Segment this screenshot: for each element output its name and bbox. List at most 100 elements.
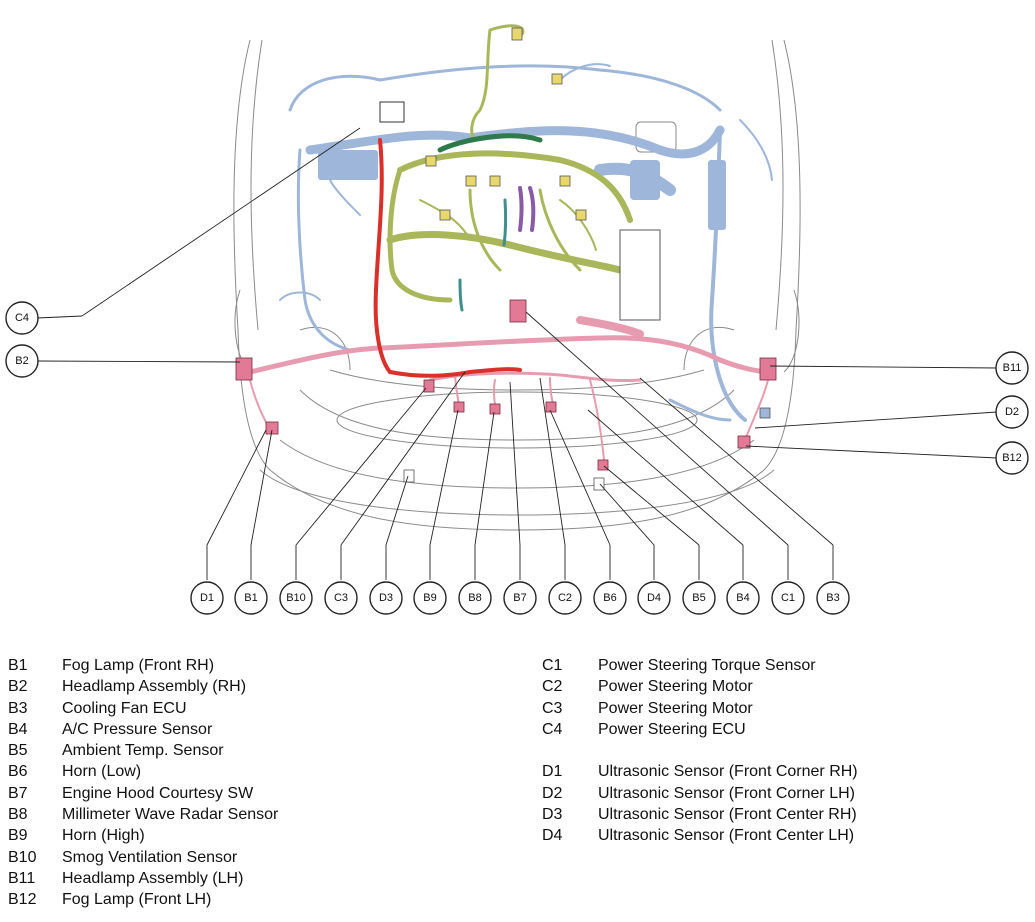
legend-description: Cooling Fan ECU — [62, 699, 187, 717]
tag-circle — [458, 581, 492, 615]
tag-d2: D2 — [995, 395, 1029, 429]
legend-description: Horn (High) — [62, 827, 145, 845]
tag-circle — [190, 581, 224, 615]
legend-row: B9 Horn (High) — [0, 825, 278, 846]
tag-circle — [995, 351, 1029, 385]
tag-d1: D1 — [190, 581, 224, 615]
tag-label: B2 — [15, 355, 28, 367]
tag-circle — [324, 581, 358, 615]
legend-code: B2 — [8, 678, 28, 696]
legend-description: Ultrasonic Sensor (Front Center LH) — [598, 827, 855, 845]
legend-description: Ultrasonic Sensor (Front Center RH) — [598, 806, 857, 824]
tag-circle — [682, 581, 716, 615]
legend-row: D4 Ultrasonic Sensor (Front Center LH) — [542, 825, 858, 846]
tag-circle — [995, 441, 1029, 475]
legend-code: B3 — [8, 699, 28, 717]
tag-b12: B12 — [995, 441, 1029, 475]
legend-code: B6 — [8, 763, 28, 781]
legend-description: Millimeter Wave Radar Sensor — [62, 806, 279, 824]
legend-description: Smog Ventilation Sensor — [62, 848, 238, 866]
legend-code: B8 — [8, 806, 28, 824]
tag-circle — [234, 581, 268, 615]
tag-label: B4 — [736, 592, 749, 604]
legend-row: D2 Ultrasonic Sensor (Front Corner LH) — [542, 783, 858, 804]
tag-label: B8 — [468, 592, 481, 604]
legend-code: B10 — [8, 848, 37, 866]
legend-code: B12 — [8, 891, 37, 909]
tag-circle — [5, 301, 39, 335]
tag-label: B12 — [1002, 452, 1022, 464]
tag-b8: B8 — [458, 581, 492, 615]
tag-label: B10 — [286, 592, 306, 604]
legend-description: Power Steering Torque Sensor — [598, 657, 816, 674]
legend-code: B1 — [8, 657, 28, 674]
legend-description: Fog Lamp (Front LH) — [62, 891, 212, 909]
red-harness — [373, 138, 522, 378]
tag-b9: B9 — [413, 581, 447, 615]
legend-code: D2 — [542, 784, 563, 802]
tag-b11: B11 — [995, 351, 1029, 385]
legend-row: D3 Ultrasonic Sensor (Front Center RH) — [542, 804, 858, 825]
legend-code: B9 — [8, 827, 28, 845]
tag-label: B11 — [1003, 362, 1022, 374]
tag-circle — [5, 344, 39, 378]
legend-code: B4 — [8, 720, 28, 738]
legend-code: D3 — [542, 806, 563, 824]
legend-row: B12 Fog Lamp (Front LH) — [0, 889, 278, 910]
tag-circle — [637, 581, 671, 615]
tag-circle — [413, 581, 447, 615]
legend-description: Ambient Temp. Sensor — [62, 742, 224, 760]
tag-b3: B3 — [816, 581, 850, 615]
tag-label: C4 — [15, 312, 29, 324]
legend-description: Ultrasonic Sensor (Front Corner RH) — [598, 763, 858, 781]
tag-label: B3 — [826, 592, 839, 604]
tag-label: B1 — [244, 592, 257, 604]
tag-label: D1 — [200, 592, 214, 604]
tag-d3: D3 — [369, 581, 403, 615]
leader-lines — [36, 127, 998, 580]
connector-blocks — [235, 27, 777, 491]
legend-spacer — [542, 740, 858, 761]
tag-label: B7 — [513, 592, 526, 604]
tag-c1: C1 — [771, 581, 805, 615]
accent-harness — [458, 186, 536, 312]
tag-circle — [771, 581, 805, 615]
tag-circle — [593, 581, 627, 615]
legend-description: Power Steering Motor — [598, 699, 753, 717]
tag-circle — [726, 581, 760, 615]
legend-row: B10 Smog Ventilation Sensor — [0, 847, 278, 868]
blue-harness — [279, 63, 773, 422]
tag-label: C3 — [334, 592, 348, 604]
tag-b7: B7 — [503, 581, 537, 615]
legend-code: C3 — [542, 699, 563, 717]
legend-description: Horn (Low) — [62, 763, 142, 781]
tag-label: B9 — [423, 592, 436, 604]
tag-circle — [816, 581, 850, 615]
tag-circle — [548, 581, 582, 615]
legend-description: Headlamp Assembly (LH) — [62, 869, 244, 887]
legend-code: D1 — [542, 763, 563, 781]
legend-code: D4 — [542, 827, 563, 845]
tag-circle — [503, 581, 537, 615]
legend-code: C4 — [542, 720, 563, 738]
legend-code: B7 — [8, 784, 28, 802]
tag-label: B6 — [603, 592, 616, 604]
tag-label: D4 — [647, 592, 661, 604]
legend-description: Fog Lamp (Front RH) — [62, 657, 215, 674]
legend-description: Ultrasonic Sensor (Front Corner LH) — [598, 784, 855, 802]
tag-c2: C2 — [548, 581, 582, 615]
tag-b6: B6 — [593, 581, 627, 615]
tag-label: B5 — [692, 592, 705, 604]
tag-c4: C4 — [5, 301, 39, 335]
legend-description: Engine Hood Courtesy SW — [62, 784, 254, 802]
legend-row: B8 Millimeter Wave Radar Sensor — [0, 804, 278, 825]
